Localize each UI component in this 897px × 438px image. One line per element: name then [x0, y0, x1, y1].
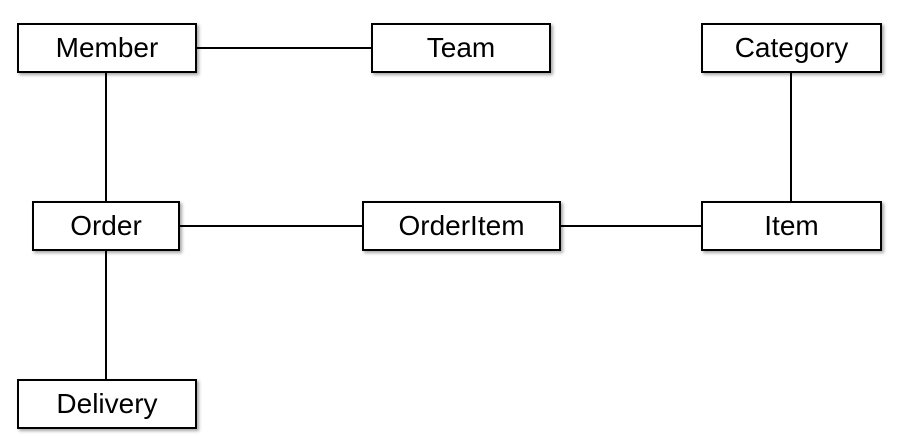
entity-order: Order — [32, 201, 180, 251]
entity-label-order: Order — [70, 210, 142, 241]
entity-delivery: Delivery — [17, 379, 197, 429]
entity-label-orderitem: OrderItem — [398, 210, 525, 241]
entity-label-delivery: Delivery — [56, 388, 158, 419]
entity-label-category: Category — [734, 32, 849, 63]
entity-category: Category — [701, 23, 882, 73]
entity-label-item: Item — [764, 210, 819, 241]
entity-label-team: Team — [426, 32, 496, 63]
entity-label-member: Member — [55, 32, 159, 63]
entity-member: Member — [17, 23, 197, 73]
entity-orderitem: OrderItem — [362, 201, 561, 251]
entity-team: Team — [371, 23, 551, 73]
entity-item: Item — [701, 201, 882, 251]
